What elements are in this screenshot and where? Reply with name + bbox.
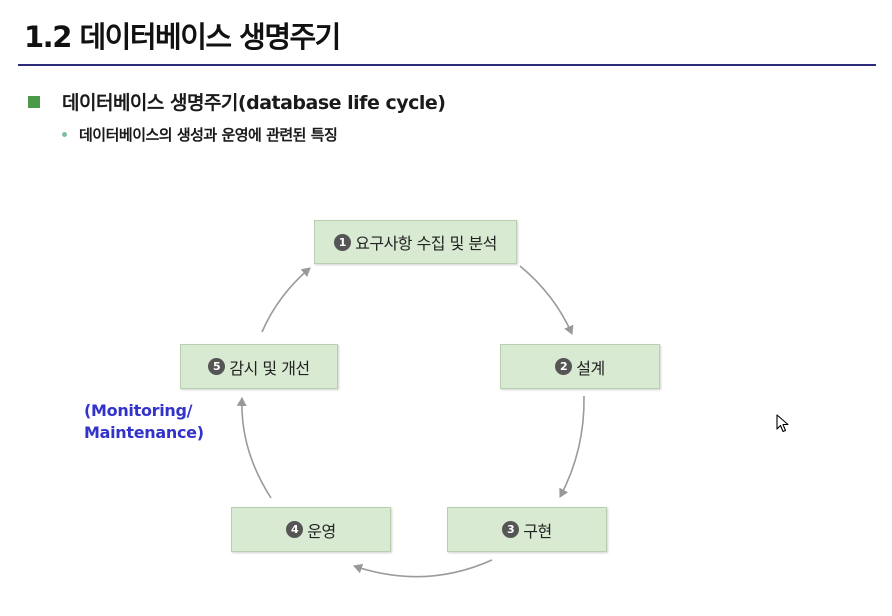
main-bullet-text: 데이터베이스 생명주기(database life cycle)	[62, 92, 446, 114]
step-label: 감시 및 개선	[229, 358, 310, 378]
monitoring-annotation: (Monitoring/ Maintenance)	[84, 400, 204, 444]
step-number-badge: 3	[502, 521, 520, 538]
sub-bullet: 데이터베이스의 생성과 운영에 관련된 특징	[62, 124, 338, 145]
cycle-step-monitoring: 5 감시 및 개선	[180, 344, 338, 389]
cycle-step-requirements: 1 요구사항 수집 및 분석	[314, 220, 517, 264]
arrow-1-to-2	[519, 265, 574, 335]
step-number-badge: 5	[208, 358, 226, 375]
dot-bullet-icon	[62, 132, 67, 137]
step-label: 설계	[576, 358, 605, 378]
step-number-badge: 4	[286, 521, 304, 538]
arrow-5-to-1	[261, 267, 311, 333]
cycle-step-implementation: 3 구현	[447, 507, 607, 552]
main-bullet: 데이터베이스 생명주기(database life cycle)	[28, 88, 446, 115]
step-label: 구현	[523, 521, 552, 541]
title-divider	[18, 64, 876, 66]
step-label: 운영	[307, 521, 336, 541]
sub-bullet-text: 데이터베이스의 생성과 운영에 관련된 특징	[79, 126, 338, 144]
arrow-4-to-5	[236, 397, 272, 499]
annotation-line-2: Maintenance)	[84, 423, 204, 442]
cycle-step-operation: 4 운영	[231, 507, 391, 552]
step-number-badge: 2	[555, 358, 573, 375]
slide-title: 1.2 데이터베이스 생명주기	[24, 20, 341, 54]
arrow-2-to-3	[559, 395, 585, 498]
annotation-line-1: (Monitoring/	[84, 401, 193, 420]
arrow-3-to-4	[353, 559, 493, 578]
cycle-step-design: 2 설계	[500, 344, 660, 389]
step-label: 요구사항 수집 및 분석	[355, 234, 497, 253]
green-square-bullet-icon	[28, 95, 40, 108]
step-number-badge: 1	[334, 233, 352, 251]
mouse-pointer-icon	[776, 414, 789, 433]
